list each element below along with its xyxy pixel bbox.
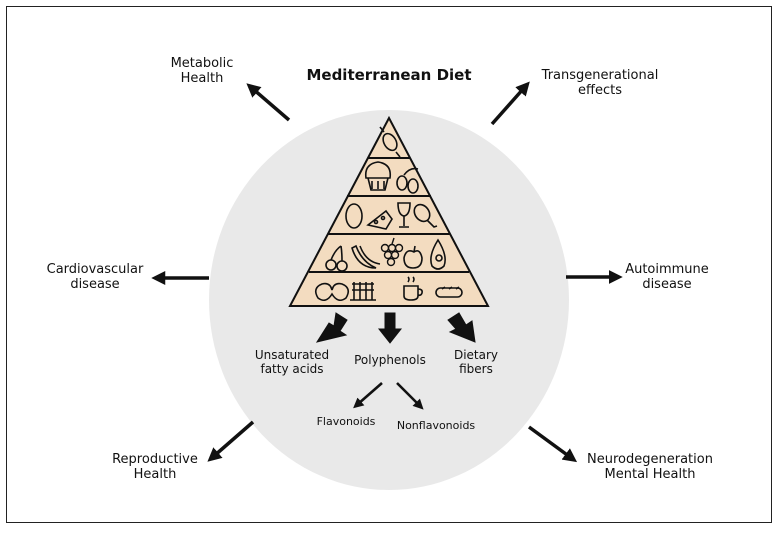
wheat-icon (350, 282, 376, 301)
muffin-icon (364, 161, 392, 191)
label-polyphenols: Polyphenols (354, 353, 426, 367)
food-pyramid (288, 115, 490, 307)
diagram-title: Mediterranean Diet (306, 66, 472, 84)
label-metabolic-health: Metabolic Health (170, 56, 234, 86)
pretzel-icon (314, 282, 350, 302)
apple-icon (403, 245, 423, 269)
coffee-icon (403, 276, 423, 301)
egg-icon (345, 203, 363, 229)
arrow-reproductive (207, 420, 255, 462)
wine-glass-icon (397, 202, 411, 228)
chicken-leg-icon (413, 203, 438, 228)
banana-icon (351, 244, 381, 269)
label-unsaturated-fatty-acids: Unsaturated fatty acids (254, 348, 330, 376)
arrow-transgenerational (490, 81, 530, 126)
arrow-metabolic (246, 83, 291, 122)
bread-icon (435, 286, 463, 298)
arrow-to-fibers (447, 312, 476, 343)
arrow-to-unsaturated (315, 312, 348, 343)
polyphenol-split-arrows (353, 382, 424, 410)
cheese-icon (366, 209, 393, 230)
figure-border (6, 6, 772, 523)
label-autoimmune-disease: Autoimmune disease (625, 262, 709, 292)
label-nonflavonoids: Nonflavonoids (396, 419, 476, 432)
outcome-arrows (151, 81, 623, 463)
olives-icon (396, 167, 419, 194)
grapes-icon (380, 237, 404, 267)
label-dietary-fibers: Dietary fibers (453, 348, 499, 376)
label-neurodegeneration-mental-health: Neurodegeneration Mental Health (587, 452, 713, 482)
arrow-neuro (527, 425, 578, 463)
label-cardiovascular-disease: Cardiovascular disease (46, 262, 144, 292)
component-arrows (315, 312, 476, 344)
label-flavonoids: Flavonoids (316, 415, 376, 428)
label-transgenerational-effects: Transgenerational effects (541, 68, 659, 98)
avocado-icon (430, 238, 446, 270)
cherries-icon (325, 245, 348, 272)
label-reproductive-health: Reproductive Health (112, 452, 198, 482)
candy-icon (379, 126, 401, 158)
arrow-to-polyphenols (377, 312, 403, 344)
